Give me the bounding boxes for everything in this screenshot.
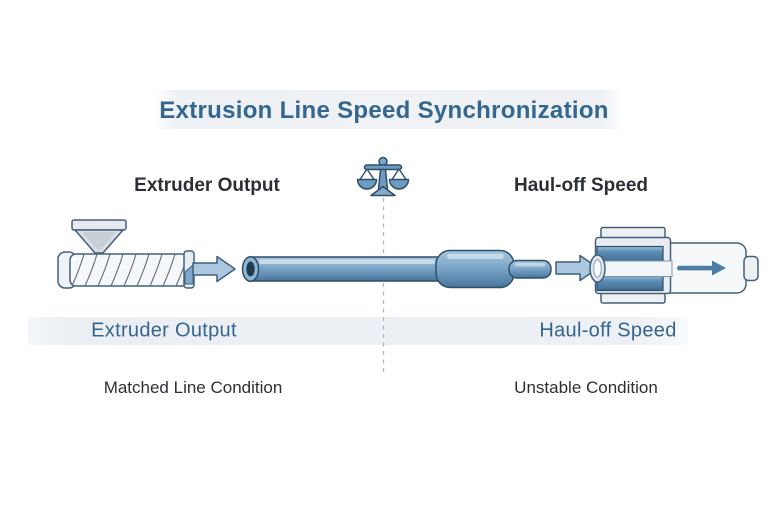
extruder-icon: [57, 219, 195, 289]
extruder-output-top-label: Extruder Output: [134, 175, 280, 196]
extruder-screw-icon: [57, 250, 195, 289]
hopper-icon: [71, 219, 127, 254]
blue-label-band: [28, 317, 688, 345]
hauloff-speed-blue-label: Haul-off Speed: [539, 319, 677, 342]
die-sleeve-icon: [435, 249, 515, 289]
matched-line-condition-label: Matched Line Condition: [103, 378, 283, 397]
balance-scale-icon: [356, 156, 410, 197]
flow-arrow-icon: [555, 254, 599, 282]
pipe-product-icon: [241, 249, 552, 289]
haul-off-icon: [589, 226, 759, 304]
title-band: [154, 90, 624, 129]
page-title: Extrusion Line Speed Synchronization: [159, 97, 609, 124]
flow-arrow-icon: [192, 255, 236, 283]
unstable-condition-label: Unstable Condition: [514, 378, 658, 397]
speed-arrow-icon: [677, 260, 726, 276]
extruder-output-blue-label: Extruder Output: [91, 319, 237, 342]
hauloff-speed-top-label: Haul-off Speed: [513, 175, 649, 196]
